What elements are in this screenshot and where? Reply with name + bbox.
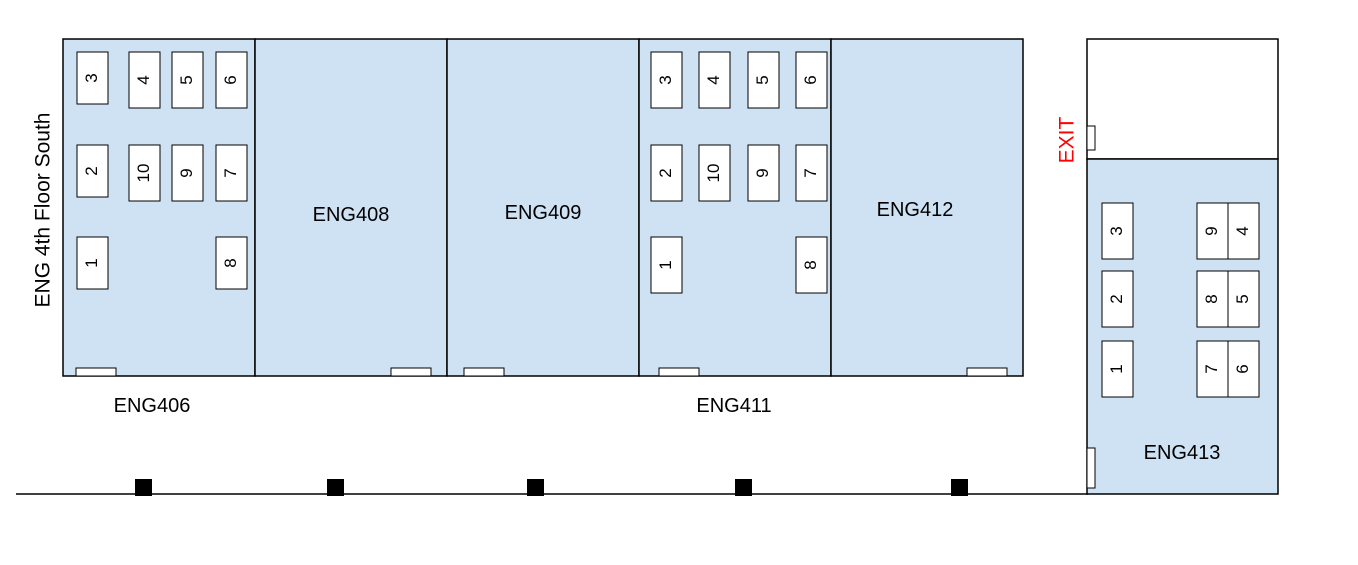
desk-eng406-8[interactable] bbox=[215, 236, 248, 290]
desk-number-eng411-6: 6 bbox=[801, 75, 820, 84]
pillar bbox=[735, 479, 752, 496]
desk-eng406-3[interactable] bbox=[76, 51, 109, 105]
desk-eng411-3[interactable] bbox=[650, 51, 683, 109]
desk-number-eng411-9: 9 bbox=[753, 168, 772, 177]
desk-number-eng406-6: 6 bbox=[221, 75, 240, 84]
desk-number-eng413-9: 9 bbox=[1202, 226, 1221, 235]
desk-eng406-7[interactable] bbox=[215, 144, 248, 202]
desk-number-eng413-2: 2 bbox=[1107, 294, 1126, 303]
desk-eng406-10[interactable] bbox=[128, 144, 161, 202]
desk-number-eng411-4: 4 bbox=[704, 75, 723, 84]
desk-eng411-2[interactable] bbox=[650, 144, 683, 202]
room-eng409[interactable]: ENG409 bbox=[446, 38, 640, 377]
seats-eng406: 1 2 3 4 5 6 7 8 9 10 bbox=[76, 51, 248, 290]
pillar bbox=[951, 479, 968, 496]
desk-eng411-10[interactable] bbox=[698, 144, 731, 202]
door bbox=[966, 367, 1008, 377]
desk-eng411-6[interactable] bbox=[795, 51, 828, 109]
desk-number-eng411-7: 7 bbox=[801, 168, 820, 177]
desk-number-eng411-2: 2 bbox=[656, 168, 675, 177]
room-eng408-area[interactable] bbox=[254, 38, 448, 377]
exit-door bbox=[1086, 125, 1096, 151]
desk-eng413-7[interactable] bbox=[1196, 340, 1229, 398]
desk-number-eng413-4: 4 bbox=[1233, 226, 1252, 235]
room-eng409-area[interactable] bbox=[446, 38, 640, 377]
desk-eng406-6[interactable] bbox=[215, 51, 248, 109]
room-label-eng413: ENG413 bbox=[1144, 442, 1221, 464]
desk-number-eng406-3: 3 bbox=[82, 73, 101, 82]
desk-number-eng413-1: 1 bbox=[1107, 364, 1126, 373]
desk-number-eng413-7: 7 bbox=[1202, 364, 1221, 373]
desk-eng413-2[interactable] bbox=[1101, 270, 1134, 328]
door bbox=[75, 367, 117, 377]
desk-eng413-6[interactable] bbox=[1227, 340, 1260, 398]
desk-number-eng411-5: 5 bbox=[753, 75, 772, 84]
room-eng412[interactable]: ENG412 bbox=[830, 38, 1024, 377]
room-label-eng412: ENG412 bbox=[877, 199, 954, 221]
door bbox=[390, 367, 432, 377]
room-label-eng411: ENG411 bbox=[696, 395, 771, 417]
desk-number-eng406-10: 10 bbox=[134, 164, 153, 183]
desk-eng406-9[interactable] bbox=[171, 144, 204, 202]
room-eng412-area[interactable] bbox=[830, 38, 1024, 377]
desk-eng413-8[interactable] bbox=[1196, 270, 1229, 328]
desk-eng406-5[interactable] bbox=[171, 51, 204, 109]
floor-title: ENG 4th Floor South bbox=[32, 113, 55, 308]
desk-eng411-4[interactable] bbox=[698, 51, 731, 109]
door bbox=[658, 367, 700, 377]
door bbox=[463, 367, 505, 377]
pillars bbox=[135, 479, 968, 496]
stairwell-area bbox=[1086, 38, 1279, 160]
desk-number-eng413-6: 6 bbox=[1233, 364, 1252, 373]
desk-eng411-8[interactable] bbox=[795, 236, 828, 294]
desk-number-eng406-7: 7 bbox=[221, 168, 240, 177]
desk-eng411-1[interactable] bbox=[650, 236, 683, 294]
desk-eng413-3[interactable] bbox=[1101, 202, 1134, 260]
room-label-eng406: ENG406 bbox=[114, 395, 191, 417]
desk-number-eng406-8: 8 bbox=[221, 258, 240, 267]
desk-eng413-9[interactable] bbox=[1196, 202, 1229, 260]
desk-eng406-2[interactable] bbox=[76, 144, 109, 198]
door bbox=[1086, 447, 1096, 489]
desk-number-eng411-10: 10 bbox=[704, 164, 723, 183]
room-label-eng409: ENG409 bbox=[505, 202, 582, 224]
desk-eng406-1[interactable] bbox=[76, 236, 109, 290]
pillar bbox=[135, 479, 152, 496]
desk-number-eng406-4: 4 bbox=[134, 75, 153, 84]
seats-eng413: 1 2 3 4 5 6 7 8 9 bbox=[1101, 202, 1260, 398]
exit-label: EXIT bbox=[1056, 116, 1079, 163]
desk-number-eng406-1: 1 bbox=[82, 258, 101, 267]
pillar bbox=[527, 479, 544, 496]
desk-number-eng411-1: 1 bbox=[656, 260, 675, 269]
exit-stairwell: EXIT bbox=[1056, 38, 1279, 163]
desk-number-eng413-3: 3 bbox=[1107, 226, 1126, 235]
desk-number-eng406-9: 9 bbox=[177, 168, 196, 177]
desk-number-eng413-5: 5 bbox=[1233, 294, 1252, 303]
room-label-eng408: ENG408 bbox=[313, 204, 390, 226]
desk-number-eng411-8: 8 bbox=[801, 260, 820, 269]
desk-number-eng406-5: 5 bbox=[177, 75, 196, 84]
desk-number-eng413-8: 8 bbox=[1202, 294, 1221, 303]
desk-number-eng406-2: 2 bbox=[82, 166, 101, 175]
seats-eng411: 1 2 3 4 5 6 7 8 9 10 bbox=[650, 51, 828, 294]
desk-eng406-4[interactable] bbox=[128, 51, 161, 109]
room-eng408[interactable]: ENG408 bbox=[254, 38, 448, 377]
desk-eng411-9[interactable] bbox=[747, 144, 780, 202]
pillar bbox=[327, 479, 344, 496]
desk-number-eng411-3: 3 bbox=[656, 75, 675, 84]
desk-eng411-7[interactable] bbox=[795, 144, 828, 202]
desk-eng411-5[interactable] bbox=[747, 51, 780, 109]
desk-eng413-1[interactable] bbox=[1101, 340, 1134, 398]
